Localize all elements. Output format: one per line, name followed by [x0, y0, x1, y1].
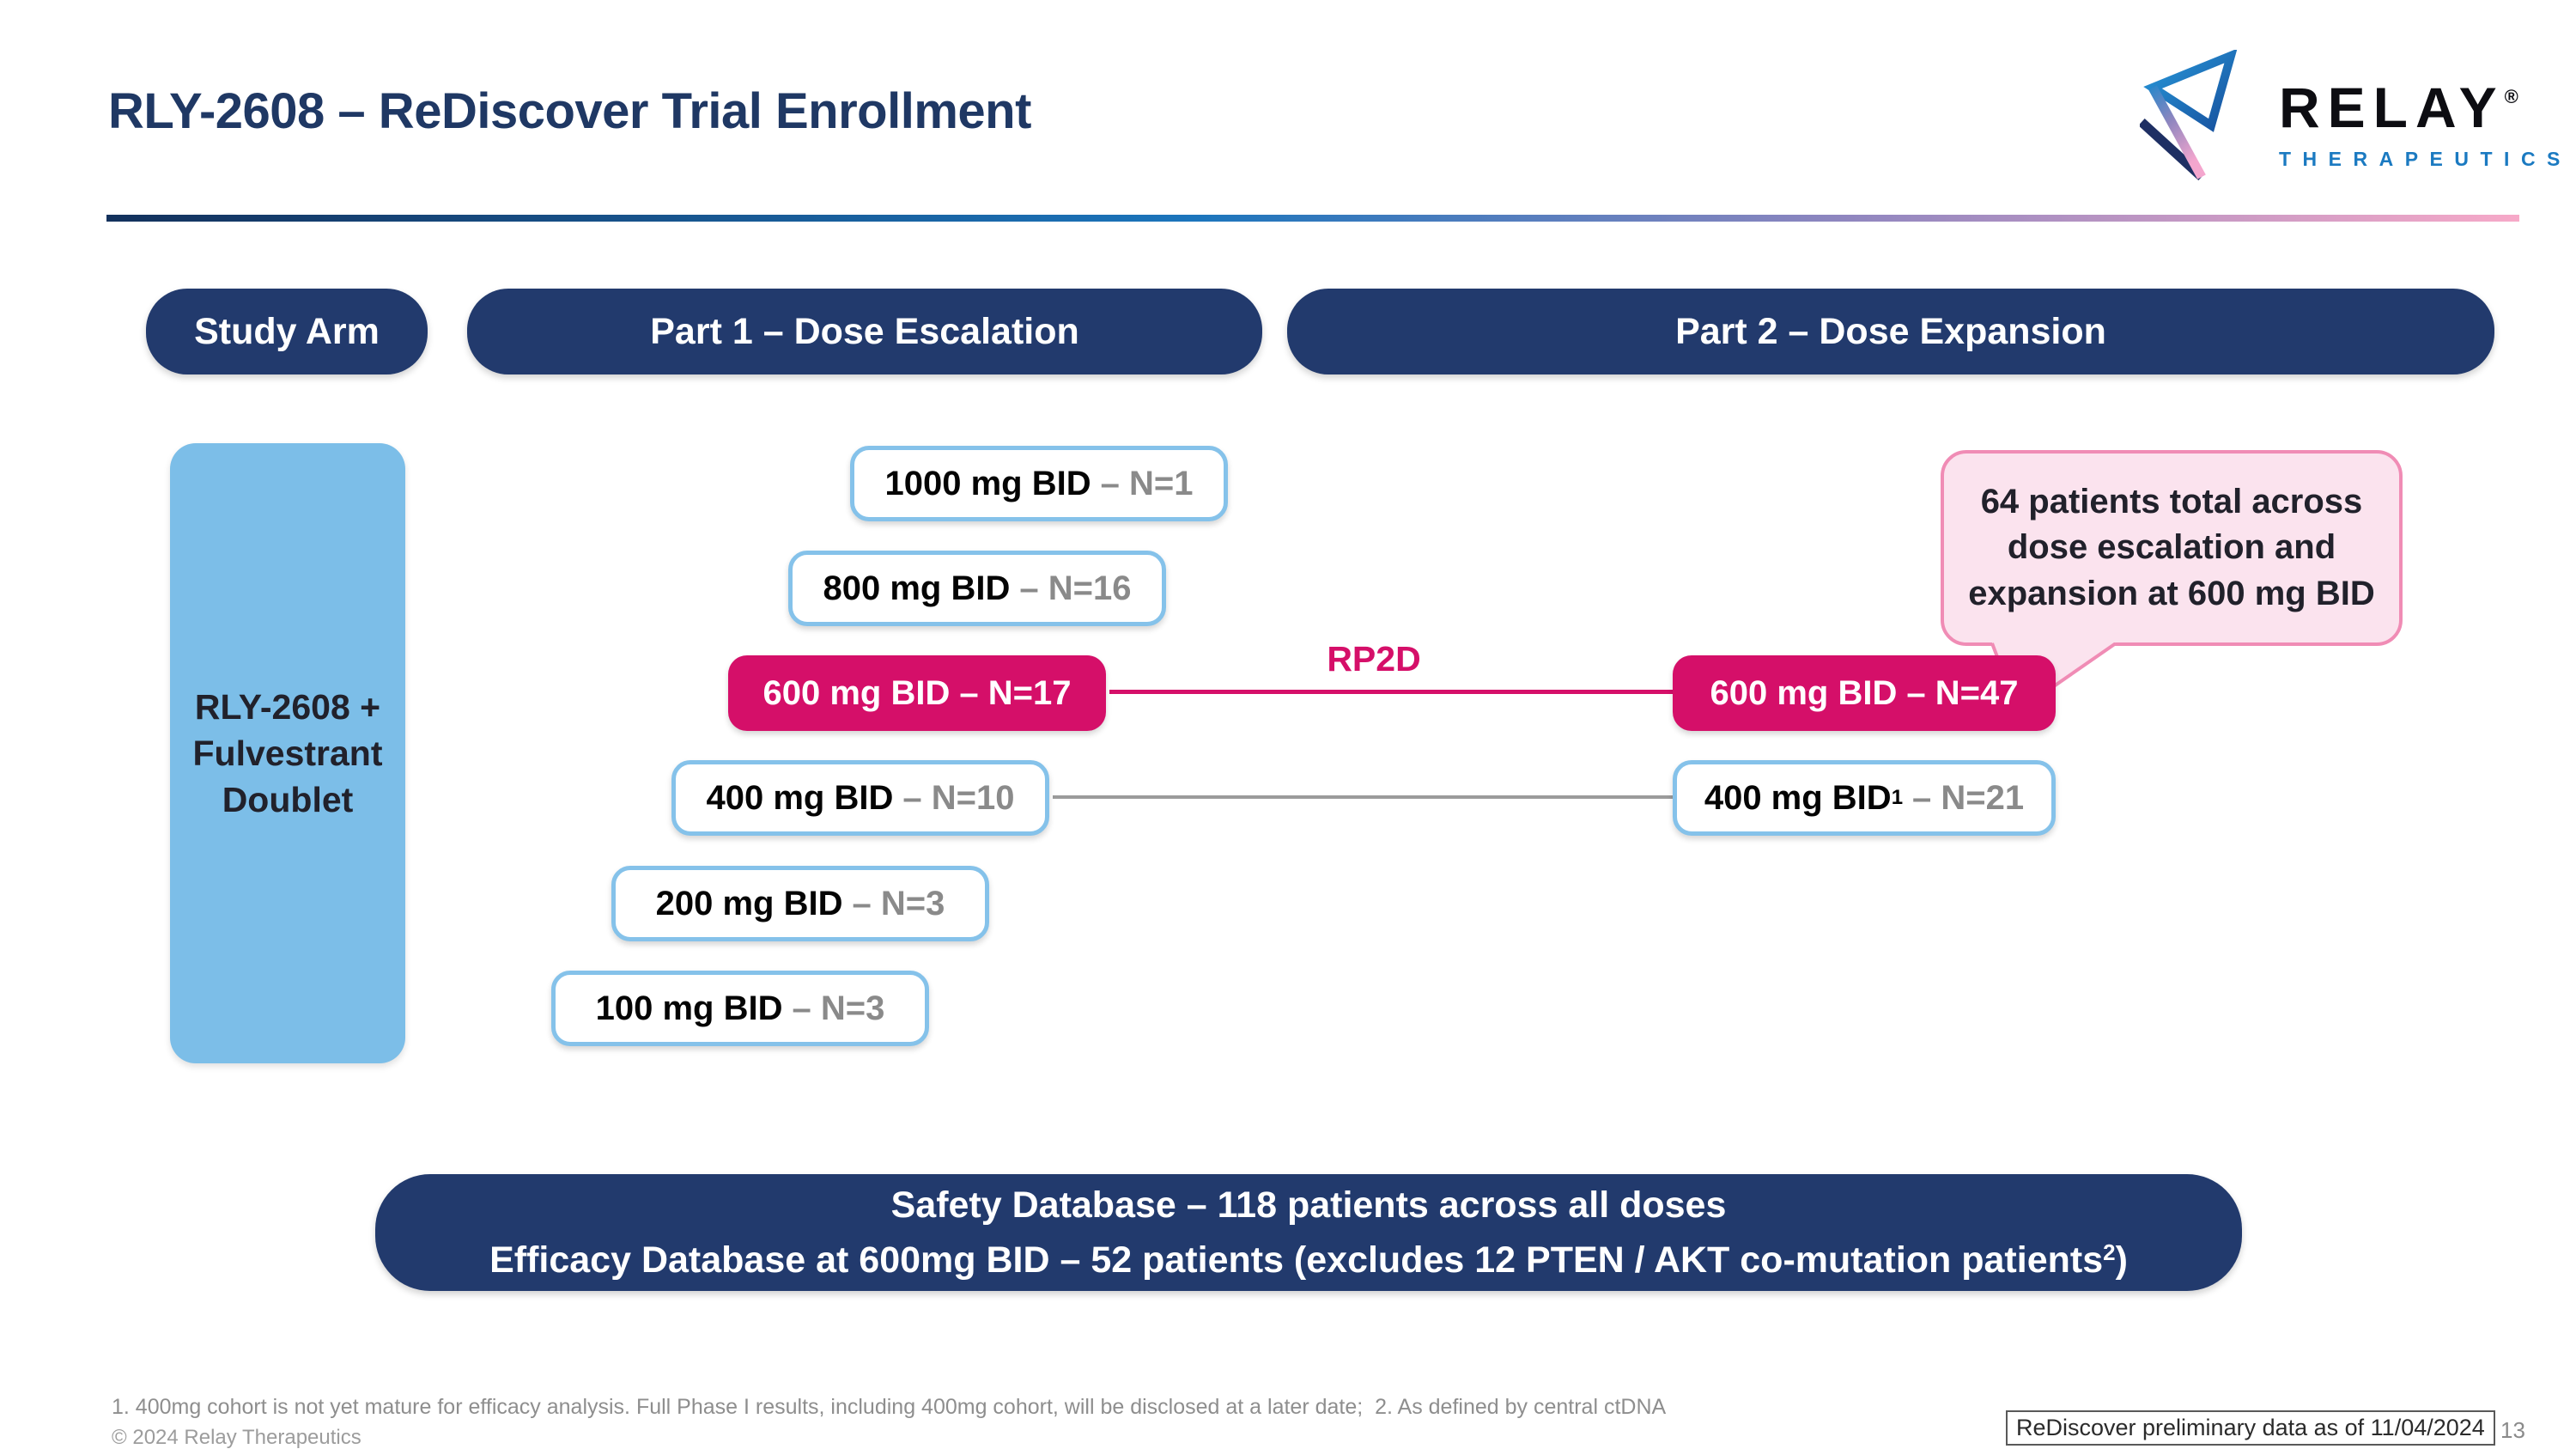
- dose-box-1000mg: 1000 mg BID – N=1: [850, 446, 1228, 521]
- banner-line-efficacy-text: Efficacy Database at 600mg BID – 52 pati…: [489, 1239, 2104, 1281]
- relay-logo: RELAY® THERAPEUTICS: [2140, 50, 2560, 196]
- dose-box-800mg: 800 mg BID – N=16: [788, 551, 1166, 626]
- dose-n-count: – N=47: [1906, 673, 2019, 712]
- copyright: © 2024 Relay Therapeutics: [112, 1426, 361, 1449]
- dose-label: 200 mg BID: [655, 884, 843, 922]
- relay-logo-text: RELAY® THERAPEUTICS: [2279, 79, 2572, 171]
- callout-line: dose escalation and: [2007, 528, 2336, 567]
- dose-n-count: – N=10: [902, 778, 1015, 817]
- dose-label: 100 mg BID: [595, 989, 783, 1027]
- safety-efficacy-banner: Safety Database – 118 patients across al…: [375, 1174, 2242, 1291]
- dose-400-connector-line: [1053, 795, 1673, 799]
- dose-n-count: – N=17: [959, 673, 1072, 712]
- dose-n-count: – N=3: [852, 884, 945, 922]
- page-title: RLY-2608 – ReDiscover Trial Enrollment: [108, 83, 1031, 139]
- footnotes: 1. 400mg cohort is not yet mature for ef…: [112, 1395, 1667, 1419]
- header-study-arm: Study Arm: [146, 289, 428, 374]
- dose-label: 1000 mg BID: [884, 464, 1091, 502]
- page-number: 13: [2500, 1417, 2525, 1443]
- data-as-of-box: ReDiscover preliminary data as of 11/04/…: [2006, 1410, 2495, 1446]
- rp2d-label: RP2D: [1327, 639, 1421, 679]
- relay-logo-icon: [2140, 50, 2238, 181]
- dose-label: 800 mg BID: [823, 569, 1011, 607]
- dose-label: 600 mg BID: [762, 673, 951, 712]
- dose-n-count: – N=1: [1100, 464, 1194, 502]
- study-arm-line: Fulvestrant: [192, 733, 383, 773]
- dose-label: 400 mg BID: [1704, 778, 1892, 817]
- dose-n-count: – N=21: [1912, 778, 2025, 817]
- dose-box-400mg-escalation: 400 mg BID – N=10: [671, 760, 1049, 836]
- dose-label: 600 mg BID: [1710, 673, 1898, 712]
- dose-n-count: – N=3: [792, 989, 885, 1027]
- logo-subtitle: THERAPEUTICS: [2279, 148, 2572, 170]
- banner-line-efficacy: Efficacy Database at 600mg BID – 52 pati…: [489, 1233, 2128, 1288]
- dose-box-200mg: 200 mg BID – N=3: [611, 866, 989, 941]
- study-arm-box: RLY-2608 + Fulvestrant Doublet: [170, 443, 405, 1063]
- study-arm-line: RLY-2608 +: [194, 686, 381, 727]
- dose-box-600mg-expansion: 600 mg BID – N=47: [1673, 655, 2056, 731]
- dose-label: 400 mg BID: [706, 778, 894, 817]
- study-arm-line: Doublet: [222, 780, 354, 820]
- rp2d-connector-line: [1109, 690, 1673, 694]
- footnote-marker-2: 2: [2103, 1239, 2116, 1265]
- callout-line: expansion at 600 mg BID: [1968, 574, 2375, 612]
- title-divider: [106, 215, 2519, 222]
- logo-brand-word: RELAY: [2279, 76, 2505, 139]
- patients-total-callout: 64 patients total across dose escalation…: [1941, 450, 2403, 646]
- registered-mark: ®: [2504, 86, 2518, 107]
- dose-n-count: – N=16: [1019, 569, 1132, 607]
- header-part2-dose-expansion: Part 2 – Dose Expansion: [1287, 289, 2494, 374]
- logo-brand: RELAY®: [2279, 79, 2572, 136]
- callout-line: 64 patients total across: [1980, 483, 2363, 521]
- banner-line-safety: Safety Database – 118 patients across al…: [890, 1184, 1727, 1226]
- header-part1-dose-escalation: Part 1 – Dose Escalation: [467, 289, 1262, 374]
- dose-box-100mg: 100 mg BID – N=3: [551, 971, 929, 1046]
- banner-line-efficacy-close: ): [2115, 1239, 2128, 1281]
- dose-box-600mg-escalation: 600 mg BID – N=17: [728, 655, 1106, 731]
